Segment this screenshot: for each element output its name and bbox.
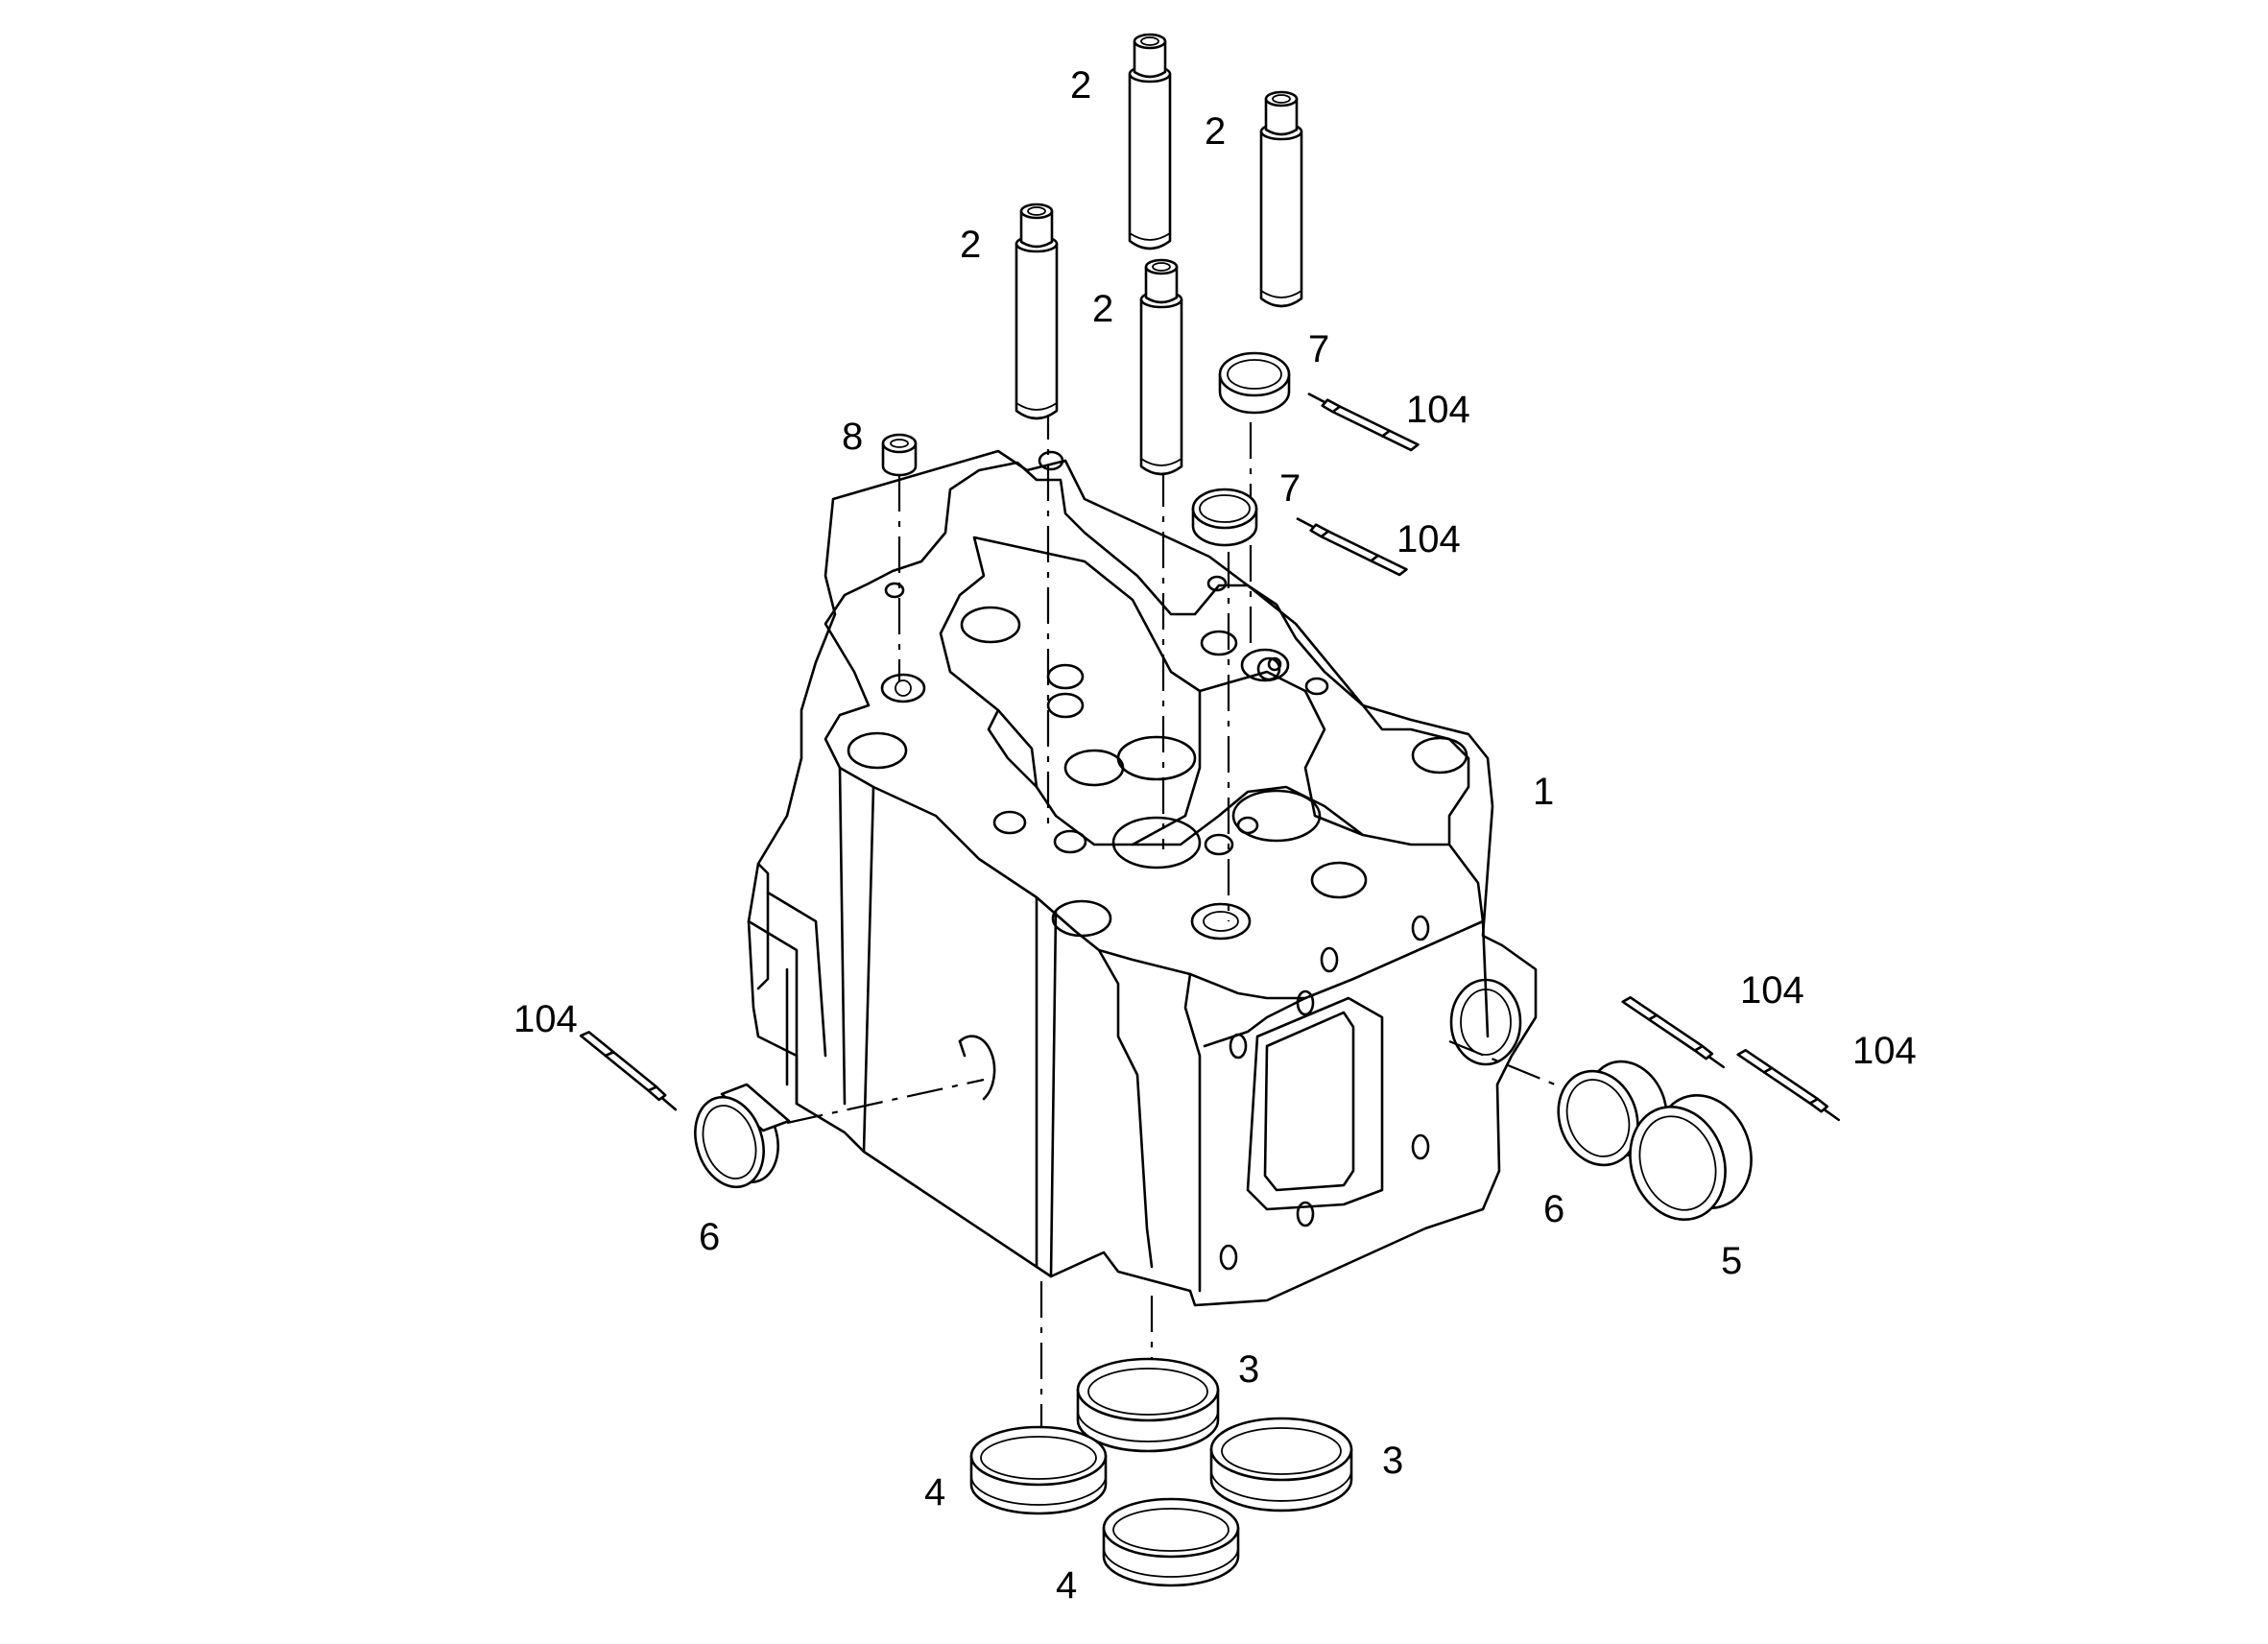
sealant-tube-icon-b [1289, 517, 1414, 578]
plug-6-left [694, 1083, 791, 1189]
seat-ring-7-lower [1191, 488, 1258, 547]
assembly-lines [786, 403, 1556, 1464]
label-guide-c: 2 [960, 224, 981, 266]
valve-guide-b [1259, 90, 1303, 308]
label-pin8: 8 [842, 416, 863, 458]
sealant-tube-icon-d [1611, 993, 1737, 1069]
sealant-tube-icon-e [1727, 1046, 1852, 1122]
label-ring4-a: 4 [924, 1471, 945, 1513]
valve-guide-d [1139, 258, 1183, 476]
label-seat7-b: 7 [1279, 467, 1301, 510]
label-plug6-left: 6 [699, 1216, 720, 1258]
label-plug5: 5 [1721, 1240, 1742, 1282]
label-guide-d: 2 [1092, 288, 1113, 330]
label-sealant-e: 104 [1852, 1030, 1917, 1072]
pin-8 [881, 433, 918, 477]
plug-5 [1629, 1093, 1753, 1222]
seat-insert-3-b [1209, 1417, 1353, 1513]
label-ring4-b: 4 [1056, 1564, 1077, 1607]
label-sealant-a: 104 [1406, 389, 1470, 431]
seat-insert-3-a [1076, 1357, 1220, 1453]
label-head1: 1 [1533, 771, 1554, 813]
label-guide-b: 2 [1205, 110, 1226, 153]
label-seat7-a: 7 [1308, 328, 1329, 370]
label-plug6-right: 6 [1543, 1188, 1564, 1230]
label-sealant-b: 104 [1397, 518, 1461, 560]
label-ring3-a: 3 [1238, 1348, 1259, 1391]
valve-guide-c [1015, 203, 1059, 420]
seat-ring-7-upper [1218, 351, 1291, 415]
label-sealant-c: 104 [513, 998, 578, 1040]
label-ring3-b: 3 [1382, 1440, 1403, 1482]
seat-insert-4-b [1102, 1497, 1240, 1587]
label-sealant-d: 104 [1740, 969, 1804, 1012]
label-guide-a: 2 [1070, 64, 1091, 107]
cylinder-head [747, 449, 1538, 1307]
sealant-tube-icon-c [568, 1028, 691, 1111]
valve-guide-a [1128, 33, 1172, 250]
seat-insert-4-a [969, 1425, 1108, 1515]
callout-labels: 2 2 2 2 7 7 104 104 104 104 104 8 1 6 6 … [513, 64, 1917, 1607]
